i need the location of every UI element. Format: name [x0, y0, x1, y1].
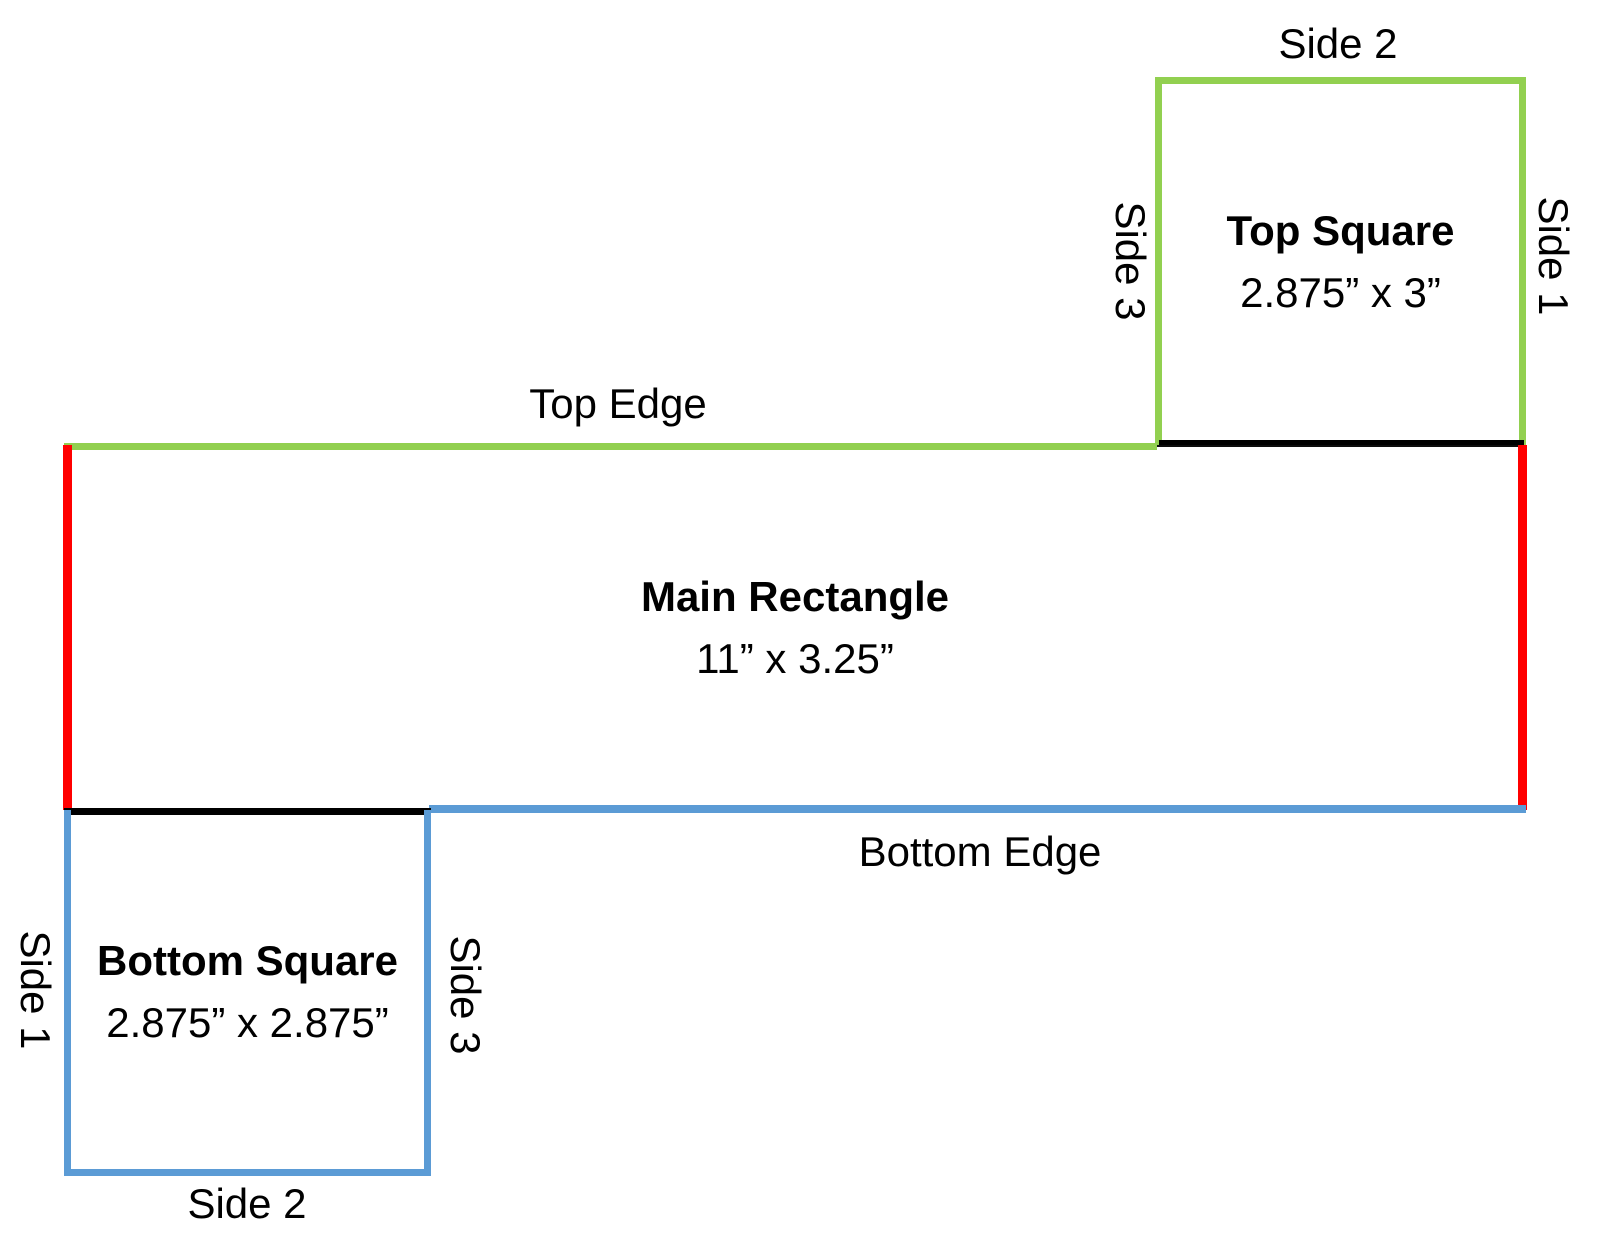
top-square: Top Square 2.875” x 3” — [1155, 77, 1526, 447]
top-square-title: Top Square — [1226, 207, 1455, 254]
top-square-side1-label: Side 1 — [1530, 196, 1577, 316]
main-rectangle-bottom-edge-line — [429, 805, 1526, 813]
top-square-side3-label: Side 3 — [1107, 201, 1154, 321]
bottom-square-top-edge-line — [64, 808, 431, 815]
bottom-square-side1-edge-line — [64, 810, 71, 1174]
top-square-side1-edge-line — [1519, 77, 1526, 445]
top-edge-label: Top Edge — [529, 379, 707, 427]
top-square-side3-edge-line — [1155, 77, 1162, 445]
top-square-dimensions: 2.875” x 3” — [1240, 269, 1441, 316]
bottom-square-side3-edge-line — [424, 810, 431, 1174]
main-rectangle-dimensions: 11” x 3.25” — [696, 634, 894, 682]
top-square-side2-label: Side 2 — [1278, 19, 1398, 67]
main-rectangle-top-edge-line — [64, 443, 1157, 450]
bottom-square-title: Bottom Square — [96, 937, 399, 984]
main-rectangle-label: Main Rectangle 11” x 3.25” — [641, 573, 949, 683]
bottom-square-side3-label: Side 3 — [442, 935, 489, 1055]
main-rectangle-left-edge-line — [63, 445, 72, 810]
bottom-square-label: Bottom Square 2.875” x 2.875” — [97, 937, 398, 1047]
main-rectangle-title: Main Rectangle — [640, 572, 950, 620]
main-rectangle-right-edge-line — [1518, 445, 1527, 810]
bottom-square: Bottom Square 2.875” x 2.875” — [64, 808, 431, 1176]
bottom-square-side2-label: Side 2 — [187, 1179, 307, 1227]
bottom-square-side2-edge-line — [64, 1169, 431, 1176]
top-square-bottom-edge-line — [1159, 440, 1524, 447]
bottom-square-side1-label: Side 1 — [12, 930, 59, 1050]
top-square-side2-edge-line — [1155, 77, 1526, 84]
main-rectangle: Main Rectangle 11” x 3.25” — [63, 443, 1527, 813]
top-square-label: Top Square 2.875” x 3” — [1227, 207, 1455, 317]
bottom-edge-label: Bottom Edge — [858, 827, 1102, 875]
bottom-square-dimensions: 2.875” x 2.875” — [106, 999, 389, 1046]
